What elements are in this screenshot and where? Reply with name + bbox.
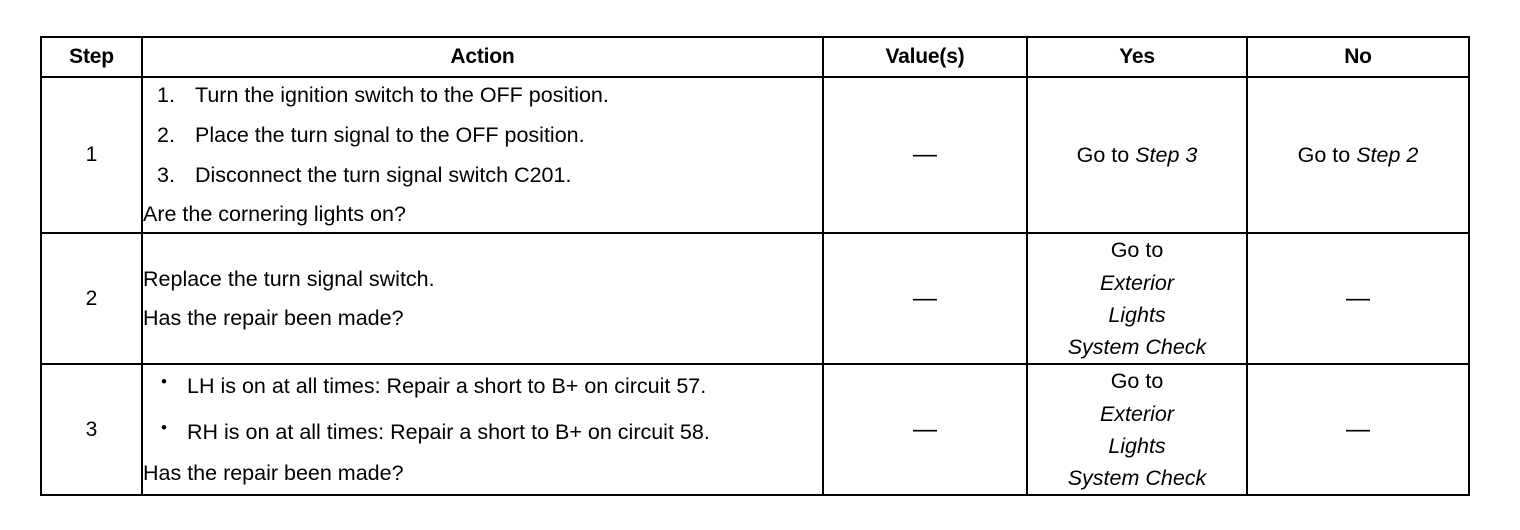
action-question: Has the repair been made? xyxy=(143,305,404,330)
yes-target-line: Lights xyxy=(1108,433,1166,458)
yes-prefix: Go to xyxy=(1110,369,1164,394)
no-prefix: Go to xyxy=(1297,143,1357,168)
table-header-row: Step Action Value(s) Yes No xyxy=(40,36,1470,78)
list-item-text: Turn the ignition switch to the OFF posi… xyxy=(195,83,609,107)
yes-line-1: Go to Exterior xyxy=(1028,365,1246,430)
list-item: 1. Turn the ignition switch to the OFF p… xyxy=(143,78,822,113)
yes-cell: Go to Exterior Lights System Check xyxy=(1026,232,1248,366)
diagnostic-table: Step Action Value(s) Yes No 1 1. Turn th… xyxy=(40,36,1470,497)
value-cell: — xyxy=(822,363,1028,497)
yes-target: Step 3 xyxy=(1135,143,1198,168)
yes-answer: Go to Exterior Lights System Check xyxy=(1028,365,1246,494)
list-item: • LH is on at all times: Repair a short … xyxy=(143,369,822,404)
value-dash: — xyxy=(913,284,937,312)
action-bulleted-list: • LH is on at all times: Repair a short … xyxy=(143,369,822,450)
yes-target-line: System Check xyxy=(1067,335,1207,360)
yes-target-line: Exterior xyxy=(1099,270,1175,295)
column-header-yes: Yes xyxy=(1026,36,1248,78)
list-marker: 1. xyxy=(157,83,175,107)
list-marker: 3. xyxy=(157,162,175,187)
action-question: Are the cornering lights on? xyxy=(143,202,406,227)
yes-target-line: System Check xyxy=(1067,466,1207,491)
list-item: 2. Place the turn signal to the OFF posi… xyxy=(143,118,822,153)
action-lead-text: Replace the turn signal switch. xyxy=(143,266,435,291)
column-header-values: Value(s) xyxy=(822,36,1028,78)
bullet-icon: • xyxy=(161,372,167,392)
step-number: 1 xyxy=(40,75,143,235)
list-item-text: LH is on at all times: Repair a short to… xyxy=(187,374,707,399)
yes-target-line: Exterior xyxy=(1099,401,1175,426)
yes-line-1: Go to Exterior xyxy=(1028,234,1246,299)
no-dash: — xyxy=(1346,415,1370,443)
list-item-text: Disconnect the turn signal switch C201. xyxy=(195,162,572,187)
step-number: 3 xyxy=(40,363,143,497)
bullet-icon: • xyxy=(161,417,167,437)
list-item: 3. Disconnect the turn signal switch C20… xyxy=(143,158,822,193)
list-item-text: RH is on at all times: Repair a short to… xyxy=(187,419,710,444)
action-question: Has the repair been made? xyxy=(143,460,404,485)
value-cell: — xyxy=(822,232,1028,366)
list-item: • RH is on at all times: Repair a short … xyxy=(143,415,822,450)
column-header-action: Action xyxy=(141,36,824,78)
value-dash: — xyxy=(913,141,937,169)
action-cell: • LH is on at all times: Repair a short … xyxy=(141,363,824,497)
step-number: 2 xyxy=(40,232,143,366)
yes-cell: Go to Step 3 xyxy=(1026,75,1248,235)
yes-target-line: Lights xyxy=(1108,302,1166,327)
no-target: Step 2 xyxy=(1356,143,1419,168)
list-marker: 2. xyxy=(157,122,175,147)
yes-prefix: Go to xyxy=(1110,238,1164,263)
column-header-no: No xyxy=(1246,36,1470,78)
table-row: 2 Replace the turn signal switch. Has th… xyxy=(40,232,1470,366)
table-row: 3 • LH is on at all times: Repair a shor… xyxy=(40,363,1470,497)
action-numbered-list: 1. Turn the ignition switch to the OFF p… xyxy=(143,78,822,192)
yes-cell: Go to Exterior Lights System Check xyxy=(1026,363,1248,497)
no-cell: — xyxy=(1246,363,1470,497)
yes-prefix: Go to xyxy=(1076,143,1136,168)
action-cell: Replace the turn signal switch. Has the … xyxy=(141,232,824,366)
list-item-text: Place the turn signal to the OFF positio… xyxy=(195,122,585,147)
no-cell: Go to Step 2 xyxy=(1246,75,1470,235)
value-cell: — xyxy=(822,75,1028,235)
no-dash: — xyxy=(1346,284,1370,312)
column-header-step: Step xyxy=(40,36,143,78)
yes-answer: Go to Exterior Lights System Check xyxy=(1028,234,1246,363)
no-cell: — xyxy=(1246,232,1470,366)
value-dash: — xyxy=(913,415,937,443)
action-cell: 1. Turn the ignition switch to the OFF p… xyxy=(141,75,824,235)
table-row: 1 1. Turn the ignition switch to the OFF… xyxy=(40,75,1470,235)
